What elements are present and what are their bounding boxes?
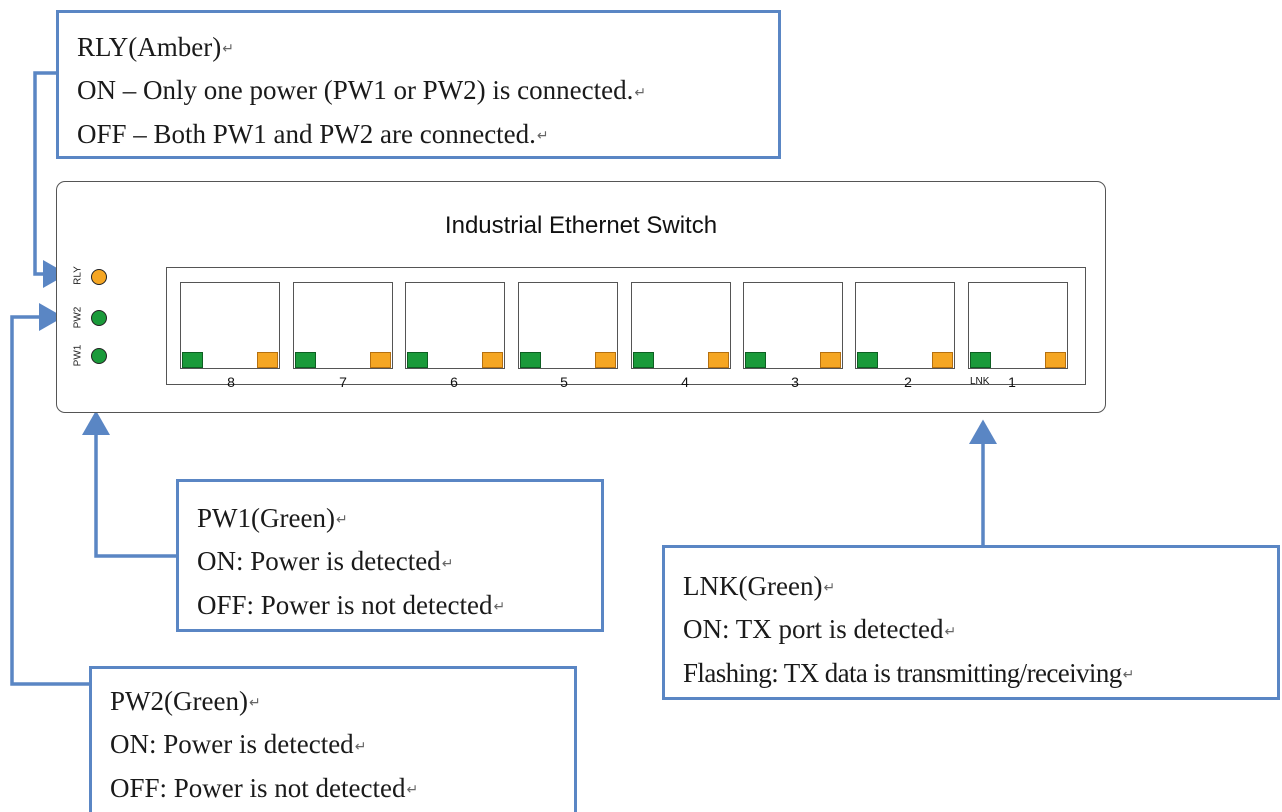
link-led-icon xyxy=(745,352,766,368)
pw1-connector xyxy=(82,410,176,558)
rly-callout: RLY(Amber)↵ ON – Only one power (PW1 or … xyxy=(56,10,781,159)
lnk-callout: LNK(Green)↵ ON: TX port is detected↵ Fla… xyxy=(662,545,1280,700)
ethernet-port-8 xyxy=(180,282,280,369)
ethernet-port-1 xyxy=(968,282,1068,369)
pw1-callout-title: PW1(Green)↵ xyxy=(197,503,348,533)
activity-led-icon xyxy=(595,352,616,368)
port-number-1: 1 xyxy=(1008,374,1016,390)
pw2-callout-title: PW2(Green)↵ xyxy=(110,686,261,716)
ethernet-port-7 xyxy=(293,282,393,369)
link-led-icon xyxy=(407,352,428,368)
link-led-icon xyxy=(857,352,878,368)
pw2-connector xyxy=(10,303,89,686)
paragraph-mark-icon: ↵ xyxy=(406,782,419,798)
pw2-callout-off: OFF: Power is not detected↵ xyxy=(110,772,419,803)
port-number-6: 6 xyxy=(450,374,458,390)
lnk-callout-on: ON: TX port is detected↵ xyxy=(683,614,957,645)
link-led-icon xyxy=(633,352,654,368)
ethernet-switch-device: Industrial Ethernet Switch RLY PW2 PW1 8… xyxy=(56,181,1106,413)
link-led-icon xyxy=(182,352,203,368)
ethernet-port-3 xyxy=(743,282,843,369)
ethernet-port-5 xyxy=(518,282,618,369)
paragraph-mark-icon: ↵ xyxy=(1122,667,1135,683)
pw1-led-icon xyxy=(91,348,107,364)
paragraph-mark-icon: ↵ xyxy=(944,624,957,640)
paragraph-mark-icon: ↵ xyxy=(634,85,647,101)
paragraph-mark-icon: ↵ xyxy=(222,42,234,58)
device-title: Industrial Ethernet Switch xyxy=(444,212,718,239)
ethernet-port-6 xyxy=(405,282,505,369)
led-label-pw2: PW2 xyxy=(72,306,84,329)
led-label-rly: RLY xyxy=(72,266,84,285)
activity-led-icon xyxy=(257,352,278,368)
link-led-icon xyxy=(295,352,316,368)
pw2-callout-on: ON: Power is detected↵ xyxy=(110,729,367,760)
port-number-5: 5 xyxy=(560,374,568,390)
port-number-7: 7 xyxy=(339,374,347,390)
activity-led-icon xyxy=(820,352,841,368)
rly-connector xyxy=(33,71,68,288)
port-number-8: 8 xyxy=(227,374,235,390)
port-number-4: 4 xyxy=(681,374,689,390)
lnk-callout-title: LNK(Green)↵ xyxy=(683,571,836,601)
link-led-icon xyxy=(970,352,991,368)
paragraph-mark-icon: ↵ xyxy=(335,513,348,529)
activity-led-icon xyxy=(1045,352,1066,368)
rly-callout-off: OFF – Both PW1 and PW2 are connected.↵ xyxy=(77,118,549,149)
paragraph-mark-icon: ↵ xyxy=(248,696,261,712)
port-panel: 8 7 6 5 4 3 2 LNK 1 xyxy=(166,267,1086,390)
paragraph-mark-icon: ↵ xyxy=(493,599,506,615)
activity-led-icon xyxy=(932,352,953,368)
rly-callout-title: RLY(Amber)↵ xyxy=(77,32,234,62)
pw1-callout-on: ON: Power is detected↵ xyxy=(197,546,454,577)
rly-led-icon xyxy=(91,269,107,285)
lnk-callout-flashing: Flashing: TX data is transmitting/receiv… xyxy=(683,657,1135,688)
activity-led-icon xyxy=(482,352,503,368)
port-number-3: 3 xyxy=(791,374,799,390)
paragraph-mark-icon: ↵ xyxy=(354,739,367,755)
paragraph-mark-icon: ↵ xyxy=(441,556,454,572)
led-label-pw1: PW1 xyxy=(72,344,84,367)
link-led-icon xyxy=(520,352,541,368)
rly-callout-on: ON – Only one power (PW1 or PW2) is conn… xyxy=(77,75,647,106)
paragraph-mark-icon: ↵ xyxy=(536,128,549,144)
lnk-label: LNK xyxy=(970,376,990,387)
pw1-callout: PW1(Green)↵ ON: Power is detected↵ OFF: … xyxy=(176,479,604,632)
ethernet-port-4 xyxy=(631,282,731,369)
port-number-2: 2 xyxy=(904,374,912,390)
ethernet-port-2 xyxy=(855,282,955,369)
pw2-led-icon xyxy=(91,310,107,326)
activity-led-icon xyxy=(708,352,729,368)
pw1-callout-off: OFF: Power is not detected↵ xyxy=(197,589,506,620)
paragraph-mark-icon: ↵ xyxy=(823,581,836,597)
pw2-callout: PW2(Green)↵ ON: Power is detected↵ OFF: … xyxy=(89,666,577,812)
activity-led-icon xyxy=(370,352,391,368)
